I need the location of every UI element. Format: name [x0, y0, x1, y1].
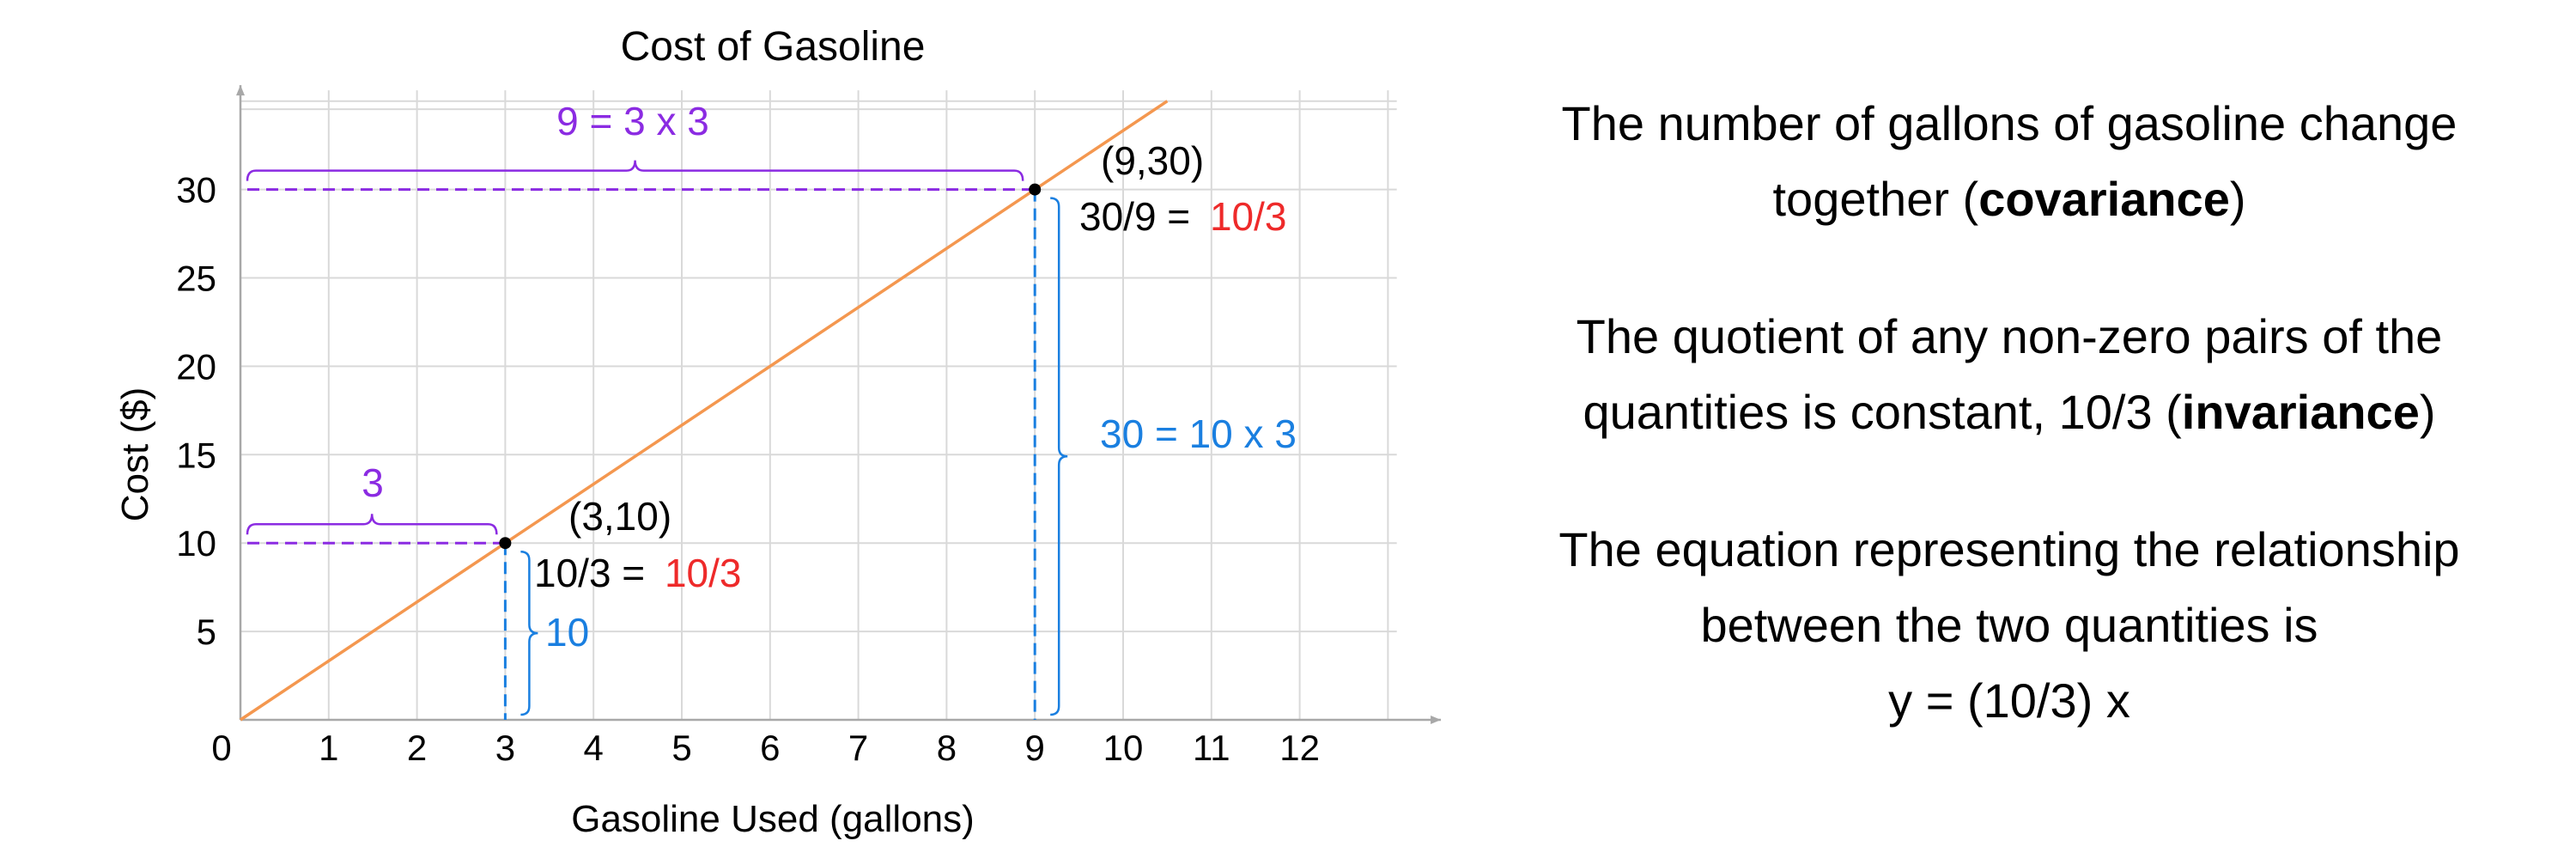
- series: [240, 100, 1169, 722]
- covariance-statement: The number of gallons of gasoline change…: [1494, 86, 2524, 237]
- chart-title: Cost of Gasoline: [621, 24, 926, 70]
- origin-label: 0: [211, 728, 231, 768]
- covariance-term: covariance: [1978, 172, 2230, 226]
- axes: [236, 85, 1442, 724]
- point-label-9-30: (9,30): [1101, 138, 1204, 183]
- invariance-close: ): [2419, 385, 2436, 439]
- horizontal-brace-small: [246, 514, 498, 535]
- x-tick-label: 1: [319, 728, 338, 768]
- ratio-annotation-9-30: 30/9 = 10/3: [1079, 194, 1287, 239]
- guide-lines: [247, 188, 1036, 720]
- invariance-term: invariance: [2181, 385, 2420, 439]
- y-tick-label: 20: [176, 346, 216, 387]
- invariance-text: The quotient of any non-zero pairs of th…: [1576, 309, 2443, 439]
- y-tick-label: 25: [176, 259, 216, 299]
- equation: y = (10/3) x: [1888, 673, 2130, 728]
- x-tick-label: 8: [937, 728, 957, 768]
- y-axis-arrow: [236, 85, 245, 96]
- horizontal-brace-label-big: 9 = 3 x 3: [556, 99, 709, 143]
- x-tick-label: 3: [495, 728, 515, 768]
- data-point: [1029, 183, 1042, 196]
- vertical-brace-big: [1050, 197, 1068, 716]
- invariance-statement: The quotient of any non-zero pairs of th…: [1494, 299, 2524, 450]
- data-point: [499, 537, 512, 550]
- annotations: [246, 160, 1068, 716]
- y-tick-label: 5: [197, 612, 216, 652]
- ratio-annotation-3-10: 10/3 = 10/3: [534, 551, 742, 595]
- ratio-text: 30/9 =: [1079, 194, 1190, 239]
- cost-line: [240, 100, 1169, 722]
- covariance-close: ): [2229, 172, 2246, 226]
- ratio-text: 10/3 =: [534, 551, 645, 595]
- x-tick-label: 7: [848, 728, 868, 768]
- vertical-brace-label-small: 10: [545, 610, 589, 655]
- grid: [240, 90, 1397, 720]
- explanation-panel: The number of gallons of gasoline change…: [1494, 86, 2524, 739]
- x-tick-label: 11: [1193, 728, 1230, 768]
- x-tick-label: 9: [1025, 728, 1045, 768]
- equation-statement: The equation representing the relationsh…: [1494, 512, 2524, 739]
- y-tick-label: 30: [176, 170, 216, 210]
- x-tick-label: 10: [1103, 728, 1144, 768]
- equation-intro: The equation representing the relationsh…: [1558, 522, 2460, 652]
- horizontal-brace-label-small: 3: [361, 460, 384, 505]
- x-axis-label: Gasoline Used (gallons): [571, 798, 975, 840]
- vertical-brace-small: [520, 550, 538, 716]
- vertical-brace-label-big: 30 = 10 x 3: [1100, 411, 1297, 456]
- ratio-value: 10/3: [1210, 194, 1287, 239]
- horizontal-brace-big: [246, 160, 1024, 181]
- x-axis-arrow: [1431, 716, 1442, 724]
- x-tick-label: 12: [1279, 728, 1320, 768]
- x-tick-label: 5: [671, 728, 691, 768]
- y-tick-label: 10: [176, 523, 216, 564]
- y-axis-label: Cost ($): [114, 387, 156, 521]
- point-label-3-10: (3,10): [568, 494, 671, 539]
- x-tick-label: 2: [407, 728, 427, 768]
- x-tick-label: 6: [760, 728, 780, 768]
- y-tick-label: 15: [176, 435, 216, 475]
- ratio-value: 10/3: [665, 551, 742, 595]
- x-tick-label: 4: [584, 728, 604, 768]
- covariance-text: The number of gallons of gasoline change…: [1561, 96, 2458, 226]
